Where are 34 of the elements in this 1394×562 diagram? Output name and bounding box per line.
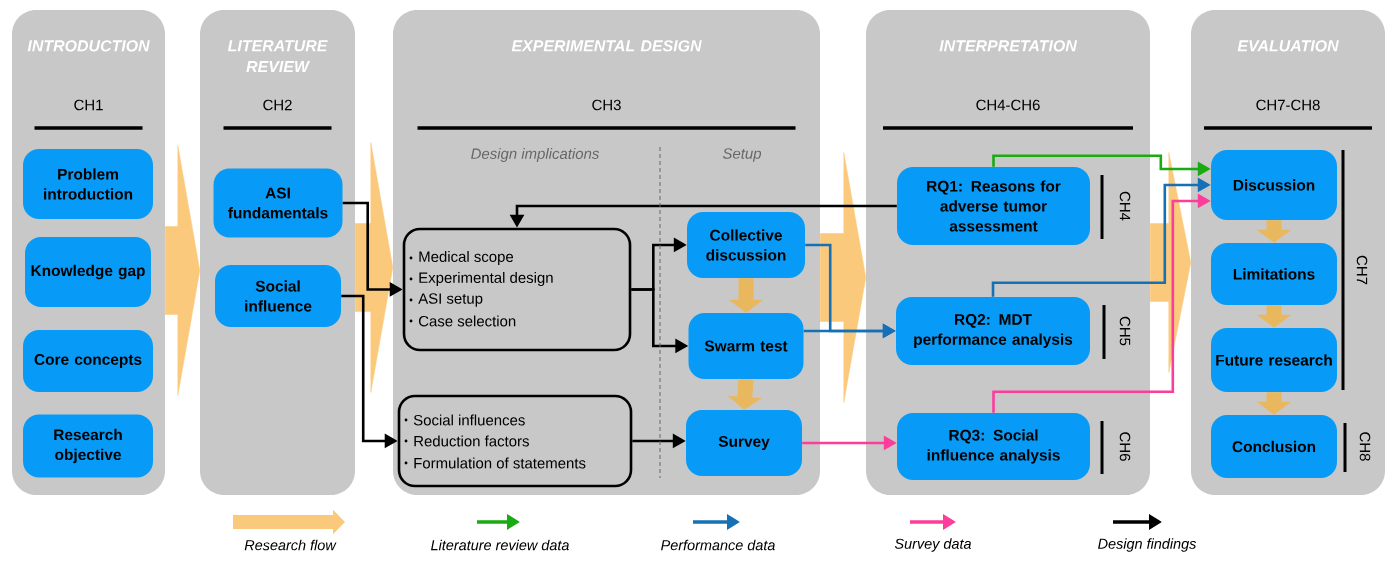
process-box: Social influence: [215, 265, 341, 327]
chapter-label: CH8: [1359, 432, 1371, 461]
process-box: RQ1: Reasons for adverse tumor assessment: [897, 167, 1090, 245]
process-box: ASI fundamentals: [213, 168, 343, 238]
chapter-label: CH6: [1119, 432, 1131, 461]
process-box: Collective discussion: [687, 212, 805, 278]
process-box: Future research: [1211, 328, 1337, 392]
process-box: Limitations: [1211, 243, 1337, 305]
process-box: Discussion: [1211, 150, 1337, 220]
process-box: Core concepts: [23, 330, 153, 392]
flow-arrow: [1149, 152, 1192, 373]
process-box: Conclusion: [1211, 415, 1337, 478]
column-heading: Setup: [722, 148, 762, 162]
bullet-list-box: Medical scope Experimental design ASI setup Case selection: [402, 227, 632, 352]
flow-arrow: [354, 142, 394, 393]
legend-label: Performance data: [661, 539, 775, 551]
flow-arrow: [164, 145, 201, 396]
process-box: Knowledge gap: [25, 237, 151, 307]
process-box: Survey: [686, 410, 802, 476]
chapter-label: CH4: [1119, 191, 1131, 221]
chapter-label: CH7: [1356, 255, 1368, 285]
process-box: Problem introduction: [23, 149, 153, 219]
flow-arrow: [819, 152, 867, 403]
legend-label: Literature review data: [431, 539, 569, 551]
chapter-label: CH5: [1119, 316, 1131, 346]
process-box: RQ2: MDT performance analysis: [896, 297, 1090, 365]
process-box: Research objective: [23, 414, 153, 478]
bullet-list-box: Social influences Reduction factors Formulation of statements: [397, 394, 633, 488]
legend-label: Research flow: [244, 539, 337, 551]
process-box: RQ3: Social influence analysis: [897, 413, 1090, 480]
legend-label: Design findings: [1098, 538, 1197, 552]
column-heading: Design implications: [471, 148, 599, 162]
legend-label: Survey data: [894, 538, 972, 552]
process-box: Swarm test: [688, 313, 804, 379]
